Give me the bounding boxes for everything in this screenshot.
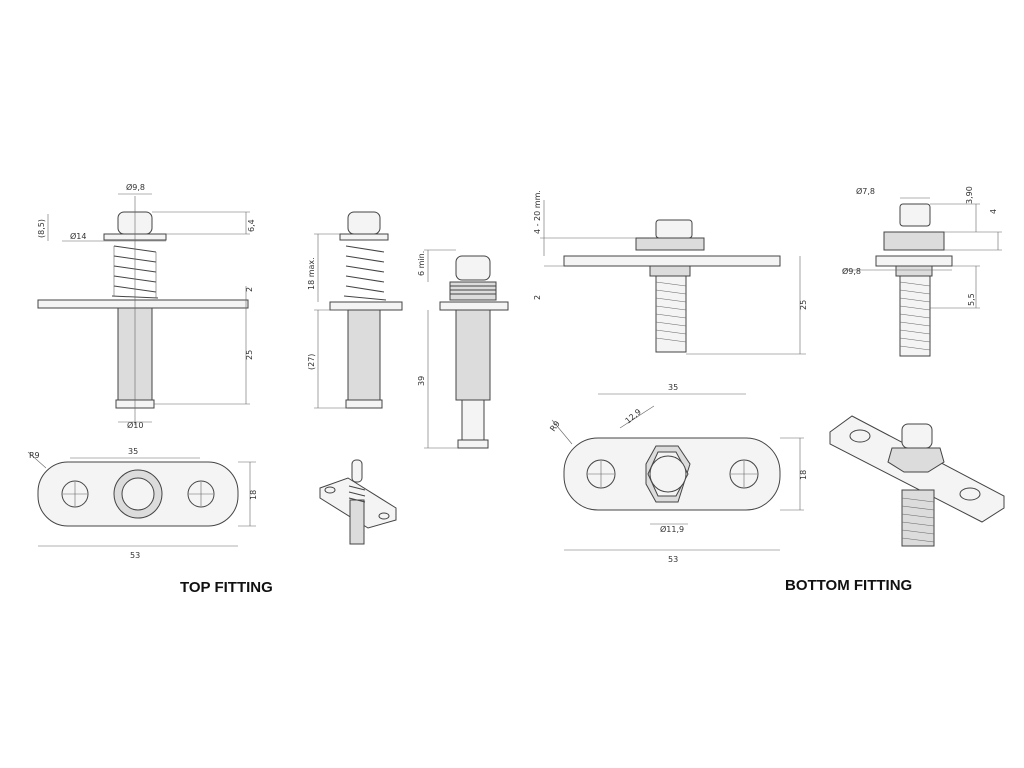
dim-flange-diameter: Ø14: [70, 231, 86, 241]
dim-panel-range: 4 - 20 mm.: [533, 190, 542, 234]
top-fitting-caption: TOP FITTING: [180, 579, 273, 596]
dim-thread-length: 25: [799, 300, 808, 310]
dim-total-length: 39: [417, 376, 426, 386]
dim-hole-spacing: 35: [128, 447, 138, 456]
bottom-fitting-side-view: Ø7,8 3,90 4 Ø9,8 5,5: [842, 186, 1002, 357]
bottom-fitting-caption: BOTTOM FITTING: [785, 577, 913, 594]
dim-bottom-plate-length: 53: [668, 555, 678, 564]
dim-bottom-head-diameter: Ø7,8: [856, 186, 875, 196]
dim-bottom-plate-radius: R9: [548, 419, 561, 433]
dim-gap: (8,5): [37, 219, 46, 238]
dim-pin-diameter: Ø10: [127, 420, 143, 430]
dim-plate-width: 18: [249, 490, 258, 500]
dim-plate-radius: R9: [29, 451, 40, 460]
dim-plate-thickness: 2: [245, 287, 254, 292]
dim-head-diameter: Ø9,8: [126, 182, 145, 192]
top-fitting-extended-view: 6 min. 39: [417, 249, 509, 449]
dim-thread-offset: 5,5: [967, 293, 976, 306]
dim-body-length: (27): [307, 354, 316, 370]
dim-bottom-head-height: 3,90: [965, 186, 974, 204]
dim-bottom-plate-width: 18: [799, 470, 808, 480]
dim-min-travel: 6 min.: [417, 251, 426, 276]
dim-bottom-plate-thickness: 2: [533, 295, 542, 300]
dim-nut-height: 4: [989, 209, 998, 214]
top-fitting-front-view: Ø9,8 Ø14 (8,5) 6,4 2 25 Ø10: [37, 182, 256, 430]
top-fitting-plate-view: 35 R9 18 53: [27, 447, 258, 560]
dim-spring-height: 18 max.: [307, 257, 316, 290]
dim-plate-length: 53: [130, 551, 140, 560]
bottom-fitting-front-view: 4 - 20 mm. 2 25: [533, 190, 808, 355]
dim-pin-length: 25: [245, 350, 254, 360]
dim-hex-across: 12,9: [624, 407, 643, 425]
dim-head-height: 6,4: [247, 219, 256, 232]
top-fitting-isometric: [319, 459, 397, 545]
dim-bottom-hole-spacing: 35: [668, 383, 678, 392]
dim-boss-diameter: Ø11,9: [660, 524, 684, 534]
bottom-fitting-plate-view: 35 12,9 R9 Ø11,9 18 53: [548, 383, 808, 564]
top-fitting-side-view: 18 max. (27): [307, 211, 403, 409]
bottom-fitting-isometric: [829, 415, 1005, 547]
dim-washer-diameter: Ø9,8: [842, 266, 861, 276]
